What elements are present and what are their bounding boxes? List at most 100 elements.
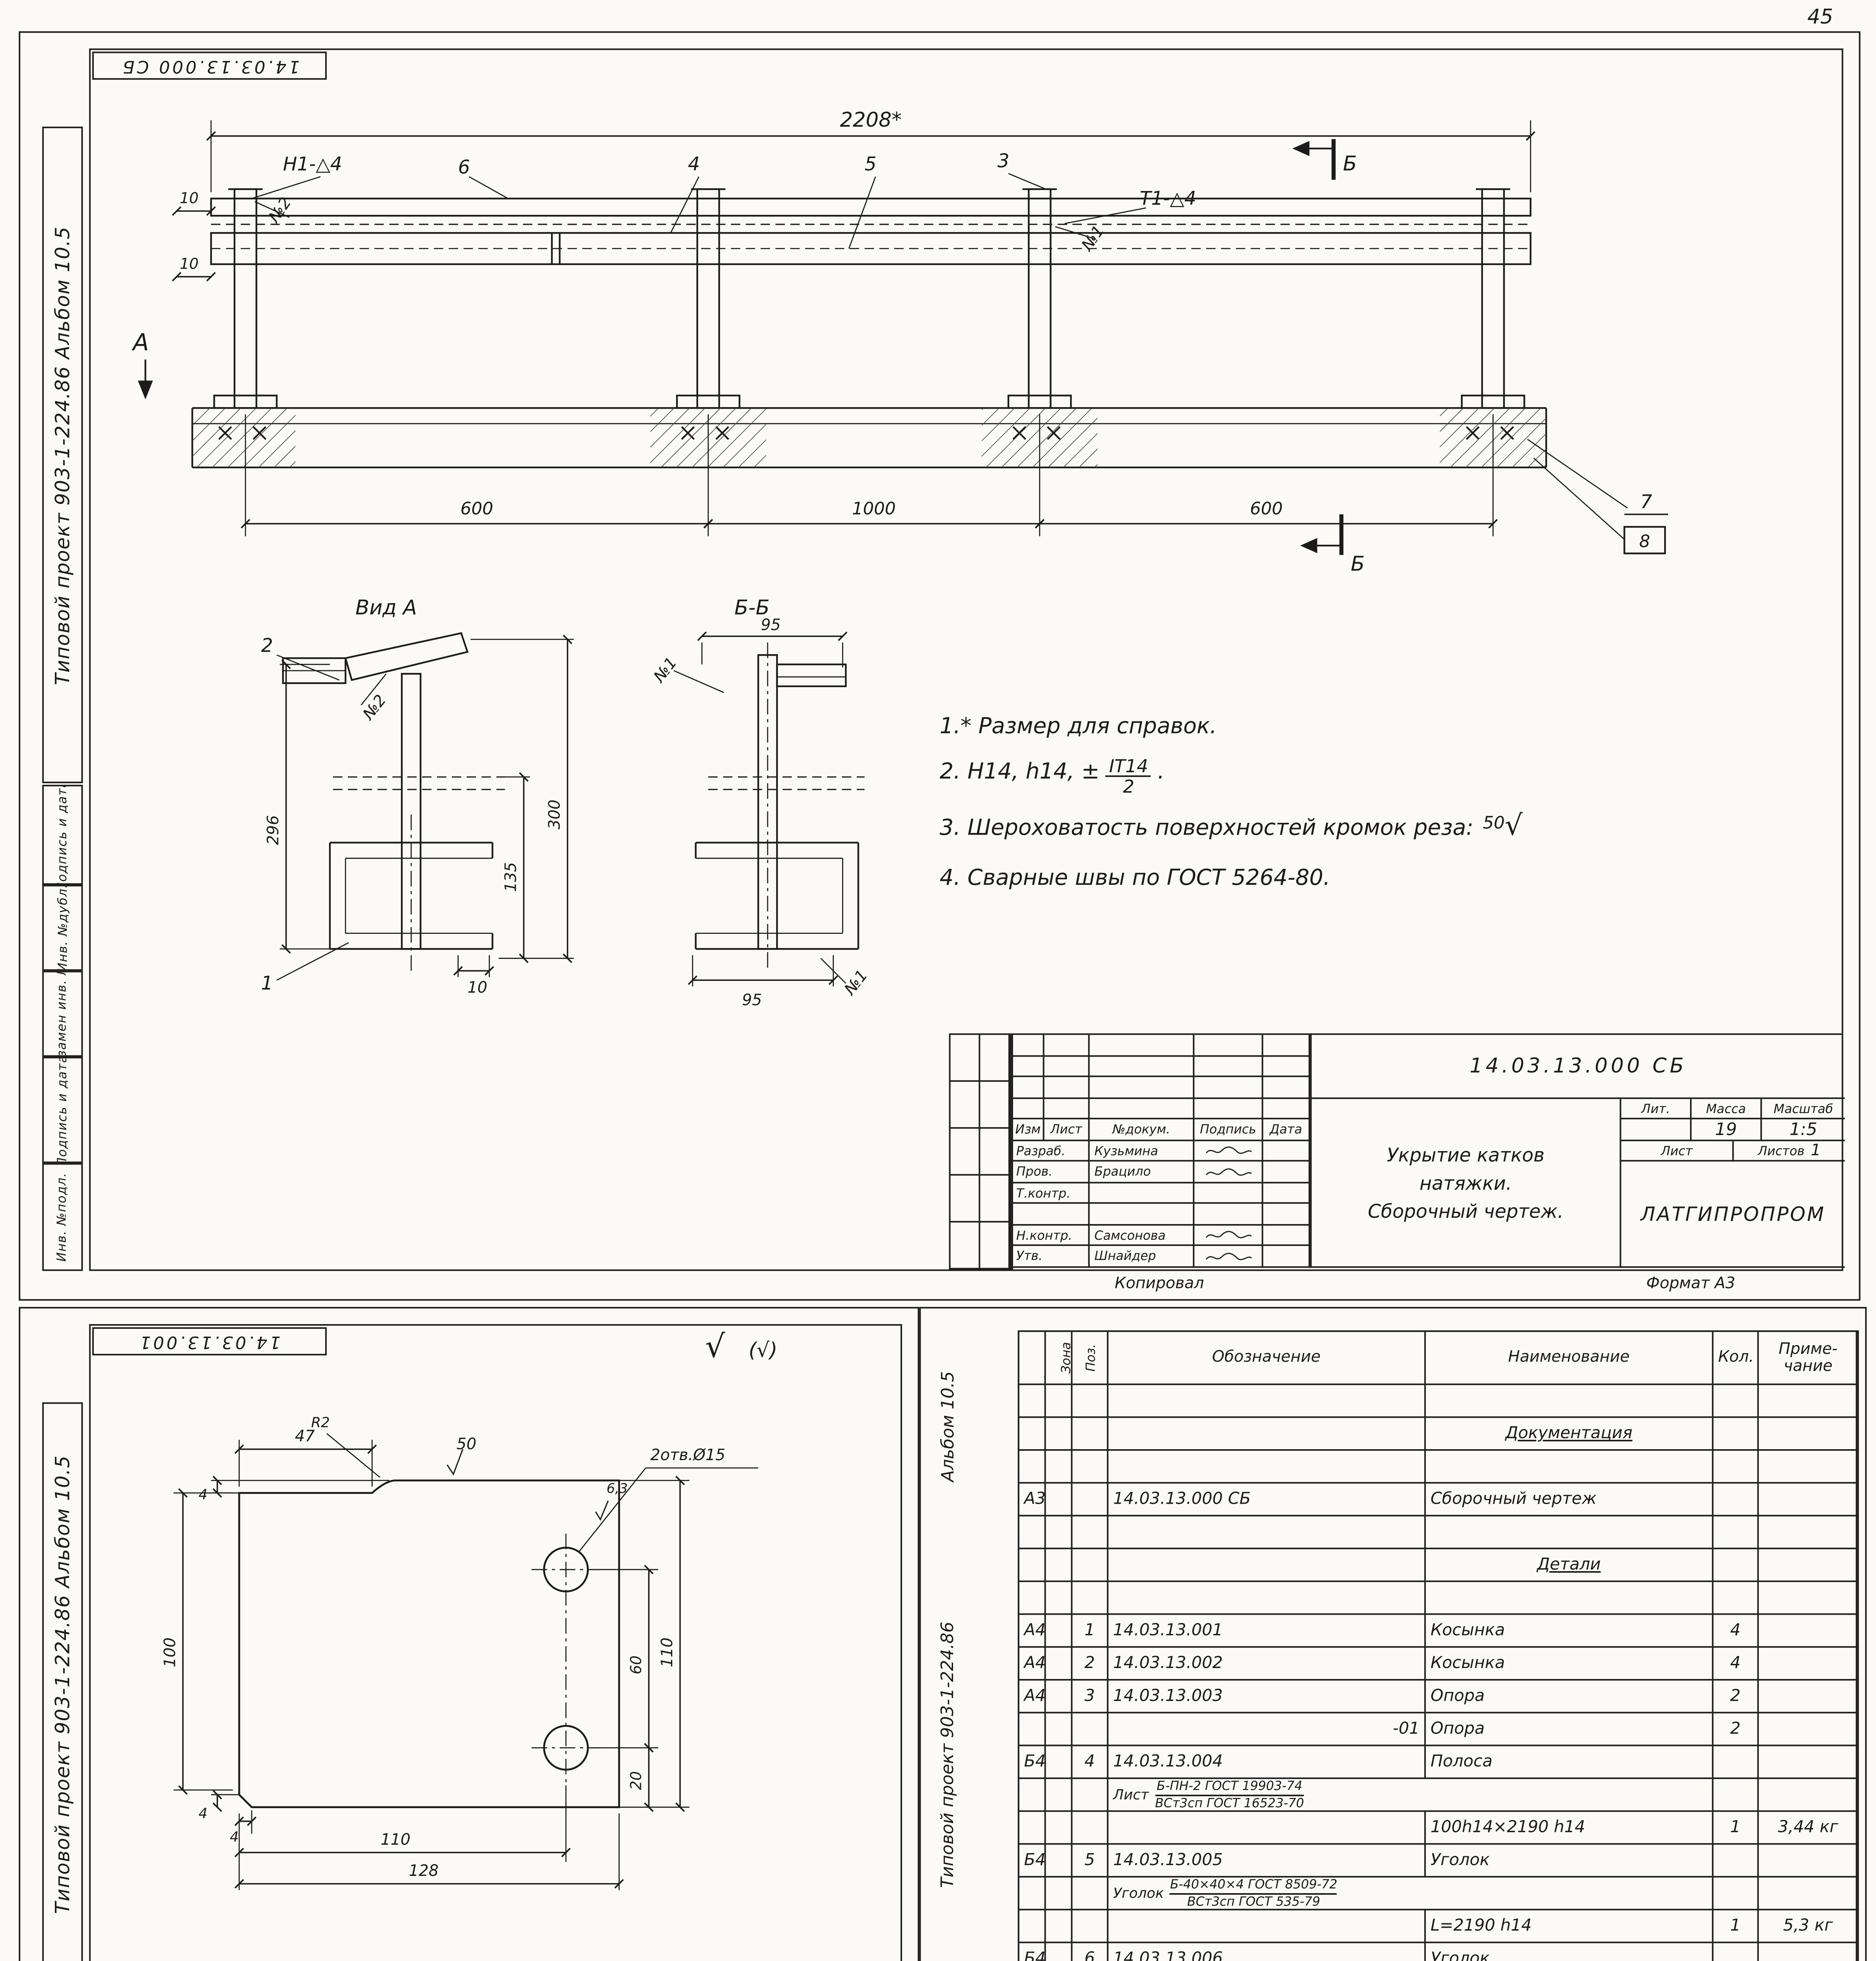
titleblock-name	[1090, 1183, 1195, 1204]
spec-cell: 2	[1712, 1712, 1759, 1746]
spec-cell: 14.03.13.005	[1107, 1843, 1426, 1878]
titleblock-cell	[1013, 1098, 1044, 1120]
spec-cell: Детали	[1424, 1548, 1714, 1582]
format-a3-label: Формат А3	[1646, 1275, 1736, 1293]
spec-row: Документация	[1017, 1416, 1859, 1451]
flag-no1-bb-top: №1	[650, 654, 681, 686]
spec-cell: 5	[1071, 1843, 1109, 1878]
titleblock-header-cell: Изм	[1013, 1119, 1044, 1141]
spec-cell	[1712, 1777, 1759, 1812]
margin-project-label: Типовой проект 903-1-224.86 Альбом 10.5	[42, 126, 83, 783]
spec-cell	[1071, 1876, 1109, 1910]
sheet-specification: Альбом 10.5 Типовой проект 903-1-224.86 …	[919, 1307, 1867, 1961]
margin-stamp: Инв. №подл.	[42, 1163, 83, 1271]
view-a-title: Вид А	[355, 596, 417, 619]
spec-cell	[1107, 1383, 1426, 1418]
titleblock-date	[1263, 1225, 1310, 1247]
margin-stamp: Инв. №дубл.	[42, 885, 83, 971]
titleblock-cell	[1263, 1035, 1310, 1056]
spec-cell	[1071, 1810, 1109, 1845]
dim-span3: 600	[1250, 498, 1283, 518]
signature-icon	[1205, 1168, 1251, 1175]
spec-cell	[1712, 1383, 1759, 1418]
spec-cell	[1044, 1482, 1073, 1517]
spec-cell	[1107, 1810, 1426, 1845]
spec-cell	[1071, 1712, 1109, 1746]
margin-album-label: Альбом 10.5	[937, 1370, 958, 1481]
titleblock-cell	[1194, 1056, 1263, 1077]
titleblock-row	[1013, 1077, 1310, 1099]
spec-cell	[1424, 1383, 1714, 1418]
spec-cell: 14.03.13.002	[1107, 1646, 1426, 1681]
titleblock-signature	[1194, 1225, 1263, 1247]
pos-label-7: 7	[1640, 491, 1652, 513]
spec-cell	[1757, 1449, 1859, 1484]
spec-cell	[1044, 1515, 1073, 1550]
spec-cell	[1044, 1613, 1073, 1648]
titleblock-signature	[1194, 1162, 1263, 1183]
main-elevation	[138, 120, 1669, 555]
dim-total: 2208*	[840, 108, 902, 132]
tb1-masshtab-value: 1:5	[1760, 1119, 1845, 1141]
margin-project-text: Типовой проект 903-1-224.86 Альбом 10.5	[51, 225, 75, 685]
support-posts	[213, 188, 1525, 440]
dim-span1: 600	[460, 498, 493, 518]
dim-10: 10	[468, 979, 488, 997]
spec-cell	[1757, 1548, 1859, 1582]
tb1-masshtab-label: Масштаб	[1760, 1099, 1845, 1119]
spec-cell	[1712, 1548, 1759, 1582]
spec-row	[1017, 1449, 1859, 1484]
dim-4-bottom: 4	[230, 1829, 239, 1845]
spec-cell	[1757, 1679, 1859, 1714]
weld-label-h1: Н1-△4	[283, 153, 342, 175]
spec-cell	[1424, 1449, 1714, 1484]
note-1: 1.* Размер для справок.	[939, 714, 1217, 740]
titleblock-name: Шнайдер	[1090, 1246, 1195, 1268]
pos-label-2: 2	[261, 635, 273, 657]
dim-ten-b: 10	[180, 255, 198, 273]
dim-95-top: 95	[761, 616, 781, 634]
titleblock-cell	[1044, 1077, 1090, 1099]
titleblock-role: Т.контр.	[1013, 1183, 1090, 1204]
spec-cell	[1107, 1580, 1426, 1615]
titleblock-date	[1263, 1141, 1310, 1162]
spec-cell	[1071, 1449, 1109, 1484]
spec-cell	[1712, 1580, 1759, 1615]
spec-row: Детали	[1017, 1548, 1859, 1582]
flag-no1-bb-bottom: №1	[841, 966, 872, 999]
pos-label-6: 6	[458, 156, 470, 178]
titleblock-cell	[1044, 1035, 1090, 1056]
spec-cell: 4	[1071, 1745, 1109, 1779]
spec-cell: А3	[1017, 1482, 1046, 1517]
spec-cell: 5,3 кг	[1757, 1908, 1859, 1943]
spec-cell	[1044, 1712, 1073, 1746]
spec-cell: А4	[1017, 1613, 1046, 1648]
spec-cell	[1071, 1416, 1109, 1451]
titleblock-cell	[1090, 1098, 1195, 1120]
titleblock-cell	[1013, 1077, 1044, 1099]
view-a: Вид А 2 №2 296 300 135 10 1	[261, 596, 574, 997]
flag-no1: №1	[1078, 222, 1108, 255]
spec-cell	[1757, 1613, 1859, 1648]
dim-4-left-bottom: 4	[198, 1806, 207, 1822]
section-mark-top: Б	[1343, 152, 1357, 175]
margin-project-label: Типовой проект 903-1-224.86 Альбом 10.5	[42, 1402, 83, 1961]
titleblock-header-cell: №докум.	[1090, 1119, 1195, 1141]
view-arrow-label: А	[131, 329, 149, 356]
dim-ten-a: 10	[180, 189, 198, 207]
spec-cell	[1017, 1810, 1046, 1845]
section-b-b: Б-Б 95 №1 95 №1	[650, 596, 871, 1009]
titleblock-row: Пров.Брацило	[1013, 1162, 1310, 1183]
titleblock-cell	[1044, 1098, 1090, 1120]
titleblock-row: Н.контр.Самсонова	[1013, 1225, 1310, 1247]
spec-cell	[1017, 1777, 1046, 1812]
spec-cell: -01	[1107, 1712, 1426, 1746]
spec-cell: Б4	[1017, 1745, 1046, 1779]
